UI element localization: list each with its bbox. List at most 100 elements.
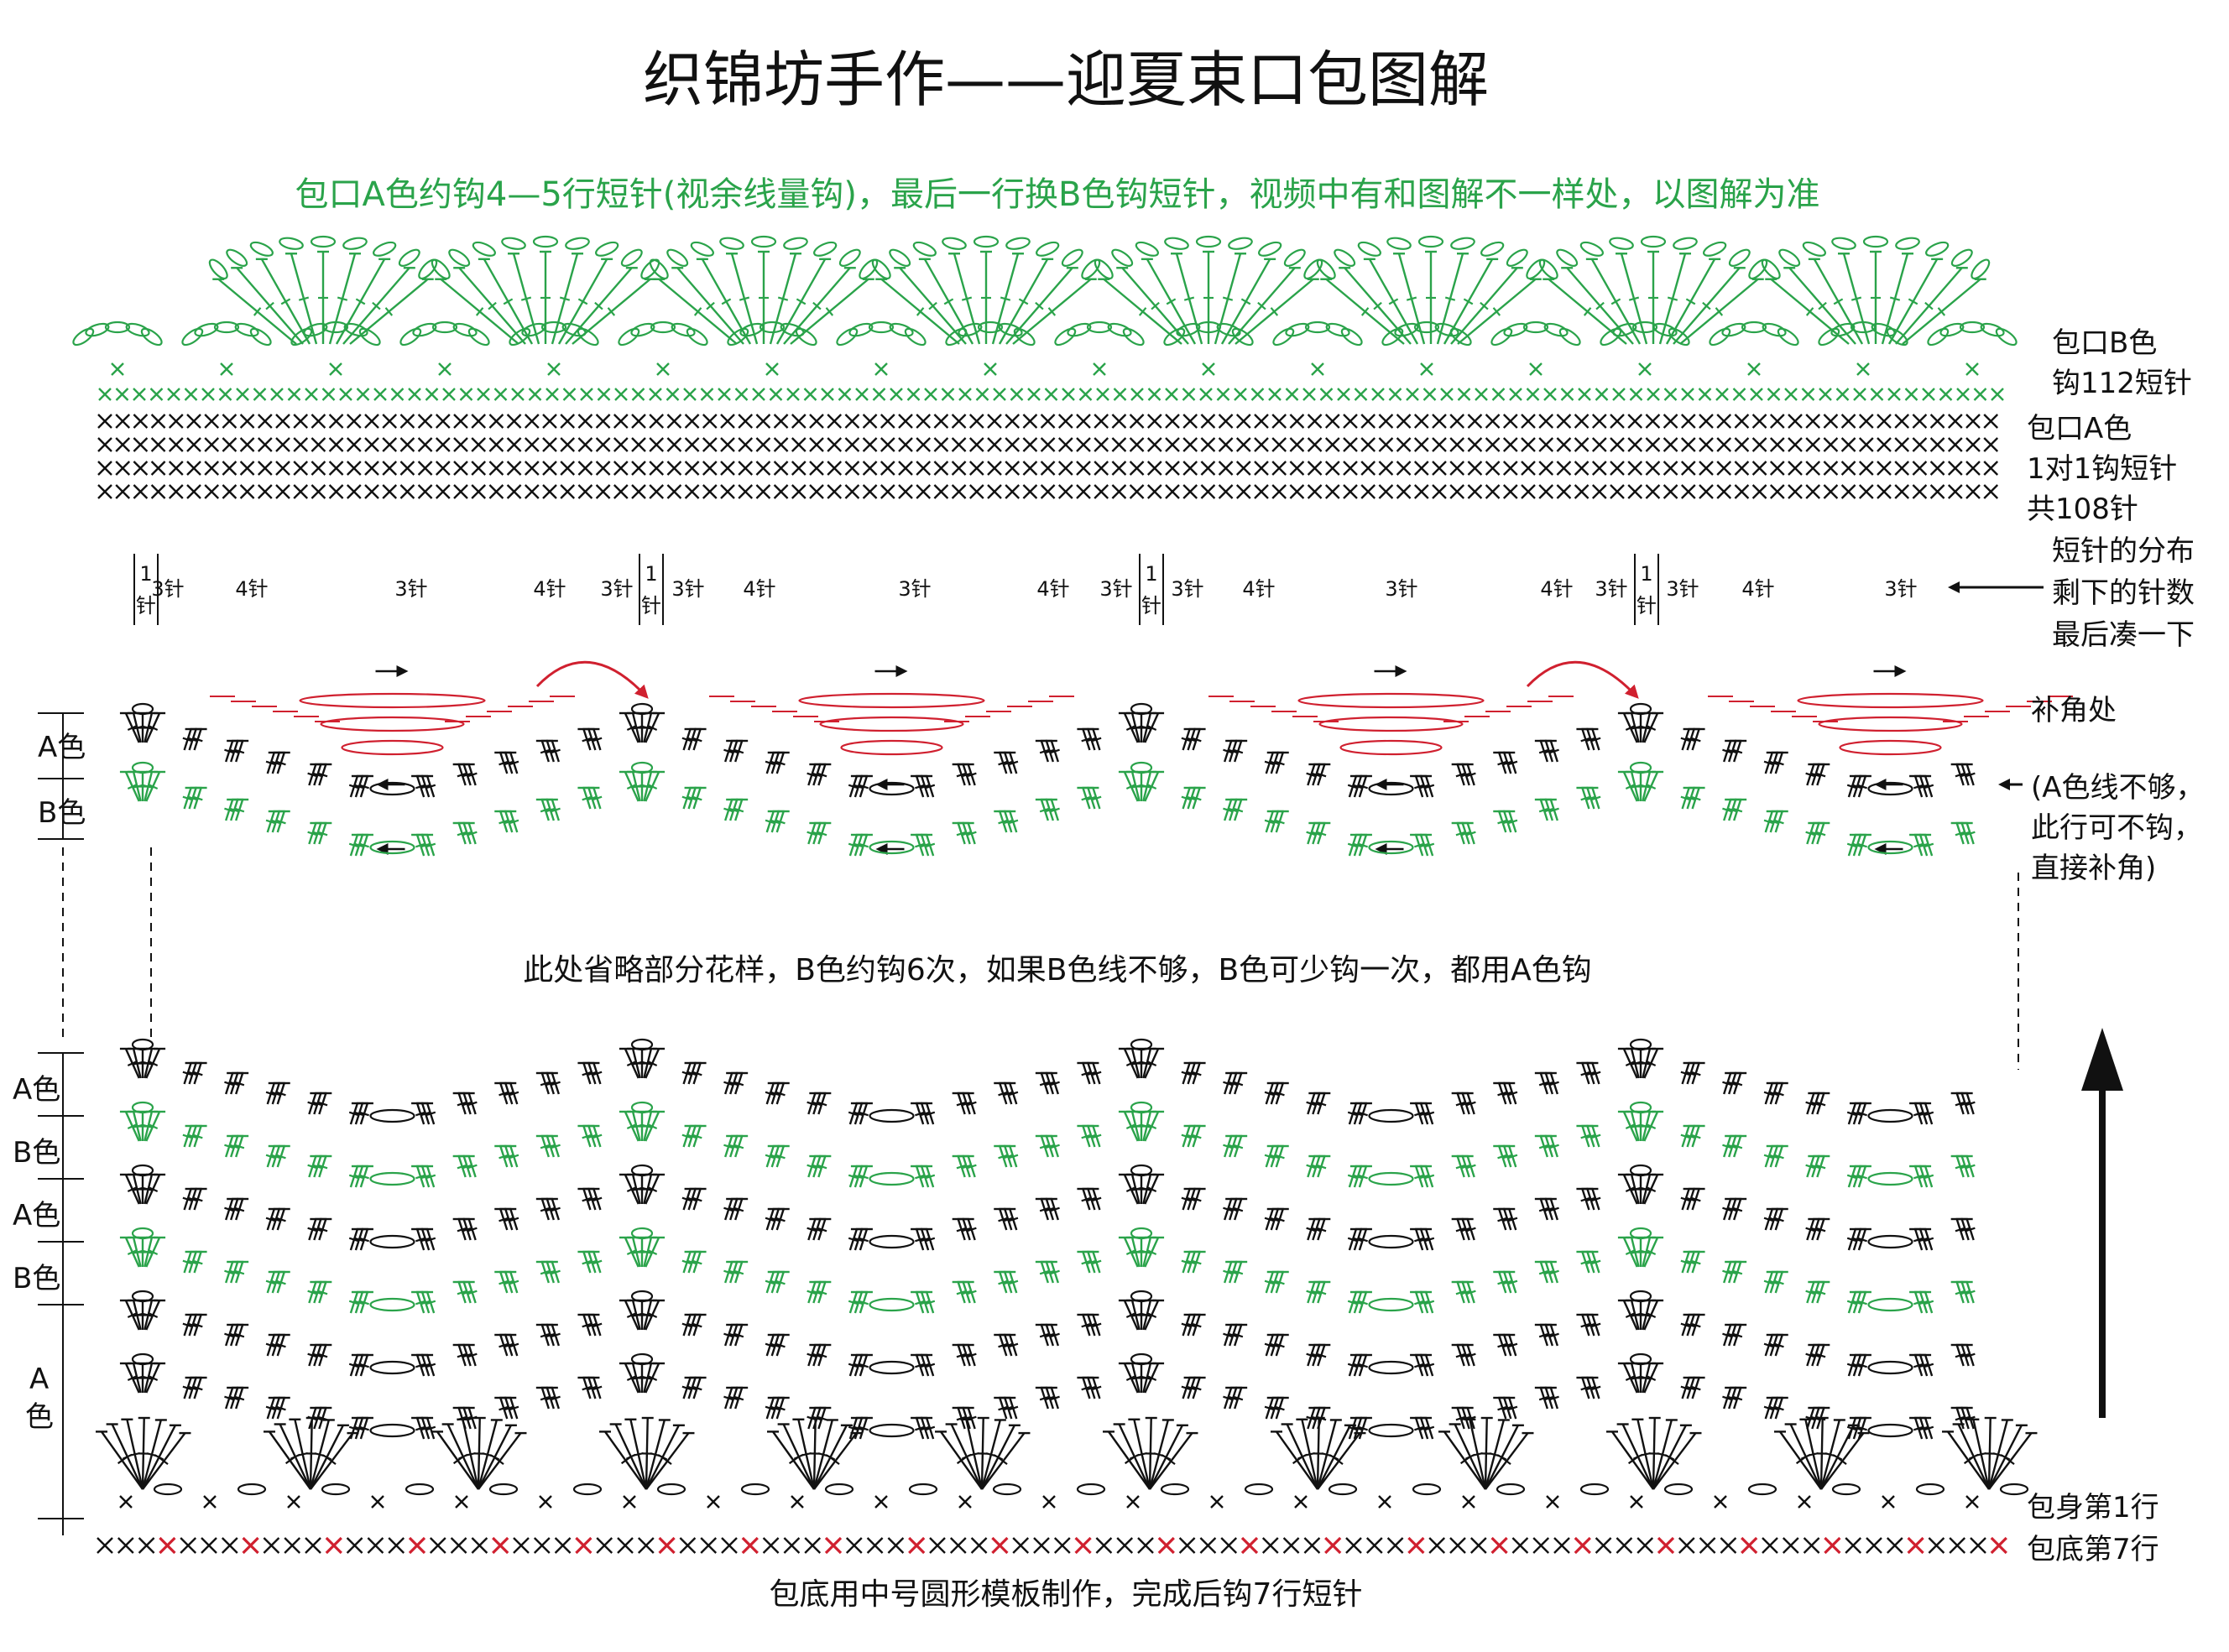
dc-crossbar xyxy=(467,772,478,778)
sc-stitch xyxy=(1767,388,1781,401)
dc-crossbar xyxy=(647,1249,658,1255)
sc-stitch xyxy=(1627,461,1643,476)
chain-stitch xyxy=(1629,1038,1652,1051)
dc-crossbar xyxy=(127,725,138,731)
dc-crossbar xyxy=(1646,784,1657,790)
sc-stitch xyxy=(1858,437,1874,452)
sc-stitch xyxy=(1805,484,1821,499)
dc-crossbar xyxy=(853,784,864,790)
chain-stitch xyxy=(1867,840,1913,855)
dc-crossbar xyxy=(275,760,286,766)
dc-crossbar xyxy=(1352,784,1363,790)
chain-stitch xyxy=(1368,1171,1414,1186)
dc-crossbar xyxy=(1316,1290,1327,1295)
chain-stitch xyxy=(1741,320,1767,334)
dc-crossbar xyxy=(1463,298,1474,305)
dc-crossbar xyxy=(1044,1395,1055,1401)
dc-crossbar xyxy=(1625,1061,1636,1066)
chain-stitch xyxy=(783,237,808,250)
base-sc-row xyxy=(97,1536,2007,1555)
chain-stitch xyxy=(869,1297,915,1312)
dc-crossbar xyxy=(915,1300,926,1305)
dc-crossbar xyxy=(1851,1237,1862,1243)
sc-stitch xyxy=(168,461,184,476)
dc-crossbar xyxy=(1538,1395,1549,1401)
dc-crossbar xyxy=(1815,1164,1826,1170)
dc-crossbar xyxy=(462,1164,472,1170)
dc-crossbar xyxy=(1685,1133,1696,1139)
dc-crossbar xyxy=(420,1363,431,1368)
chain-stitch xyxy=(412,322,437,337)
distribution-count: 3针 xyxy=(1385,577,1417,601)
dc-crossbar xyxy=(1548,1332,1559,1338)
sc-stitch xyxy=(1040,414,1056,429)
sc-stitch xyxy=(1526,388,1540,401)
dc-crossbar xyxy=(1357,1425,1368,1431)
chain-stitch xyxy=(740,1483,770,1496)
sc-stitch xyxy=(1307,414,1323,429)
dc-crossbar xyxy=(1580,1196,1591,1202)
chain-stitch xyxy=(249,327,272,347)
sc-stitch xyxy=(637,1537,655,1554)
one-stitch-unit: 针 xyxy=(641,594,661,618)
dc-crossbar xyxy=(807,772,817,778)
dc-crossbar xyxy=(265,1154,276,1160)
dc-crossbar xyxy=(317,1352,328,1358)
dc-crossbar xyxy=(956,1290,967,1295)
sc-stitch xyxy=(1200,437,1216,452)
sc-stitch xyxy=(1638,362,1652,376)
dc-crossbar xyxy=(1269,1342,1280,1348)
dc-crossbar xyxy=(692,795,702,801)
chain-stitch xyxy=(398,248,420,267)
sc-stitch xyxy=(328,484,344,499)
sc-stitch xyxy=(528,388,542,401)
sc-stitch xyxy=(683,388,697,401)
sc-stitch xyxy=(1870,388,1884,401)
chain-stitch xyxy=(1950,248,1973,267)
chain-stitch xyxy=(1368,1234,1414,1249)
sc-stitch xyxy=(1538,414,1554,429)
dc-crossbar xyxy=(1091,737,1102,743)
dc-crossbar xyxy=(733,807,744,813)
sc-stitch xyxy=(1698,388,1712,401)
dc-crossbar xyxy=(234,1395,245,1401)
dc-crossbar xyxy=(1583,307,1592,316)
sc-stitch xyxy=(1823,414,1839,429)
dc-crossbar xyxy=(681,1259,692,1265)
dc-crossbar xyxy=(587,1385,598,1391)
dc-crossbar xyxy=(1455,1415,1466,1421)
dc-crossbar xyxy=(647,1123,658,1129)
dc-crossbar xyxy=(1049,1081,1060,1087)
dc-crossbar xyxy=(129,1452,140,1457)
sc-stitch xyxy=(321,388,336,401)
dc-crossbar xyxy=(1008,1154,1019,1160)
chain-stitch xyxy=(1368,1108,1414,1123)
dc-crossbar xyxy=(1763,760,1774,766)
sc-stitch xyxy=(880,414,895,429)
sc-stitch xyxy=(1886,1537,1903,1554)
dc-crossbar xyxy=(1846,1300,1857,1305)
dc-crossbar xyxy=(1311,1164,1322,1170)
chain-stitch xyxy=(1130,1164,1153,1177)
dc-crossbar xyxy=(723,1206,734,1212)
sc-stitch xyxy=(180,1537,197,1554)
dc-crossbar xyxy=(1316,1101,1327,1107)
dc-crossbar xyxy=(1815,1101,1826,1107)
dc-crossbar xyxy=(127,1061,138,1066)
sc-stitch xyxy=(373,388,387,401)
dc-crossbar xyxy=(353,1111,364,1117)
dc-crossbar xyxy=(1805,1101,1816,1107)
chain-stitch xyxy=(369,781,415,796)
sc-stitch xyxy=(524,461,540,476)
chain-stitch xyxy=(1244,1483,1274,1496)
sc-stitch xyxy=(311,437,326,452)
dc-crossbar xyxy=(812,831,822,836)
sc-stitch xyxy=(1449,461,1465,476)
dc-crossbar xyxy=(270,1091,281,1097)
dc-crossbar xyxy=(1146,1375,1157,1381)
sc-stitch xyxy=(862,414,878,429)
dc-crossbar xyxy=(1937,307,1946,316)
sc-stitch xyxy=(1234,388,1247,401)
sc-stitch xyxy=(1165,484,1180,499)
dc-crossbar xyxy=(307,772,318,778)
